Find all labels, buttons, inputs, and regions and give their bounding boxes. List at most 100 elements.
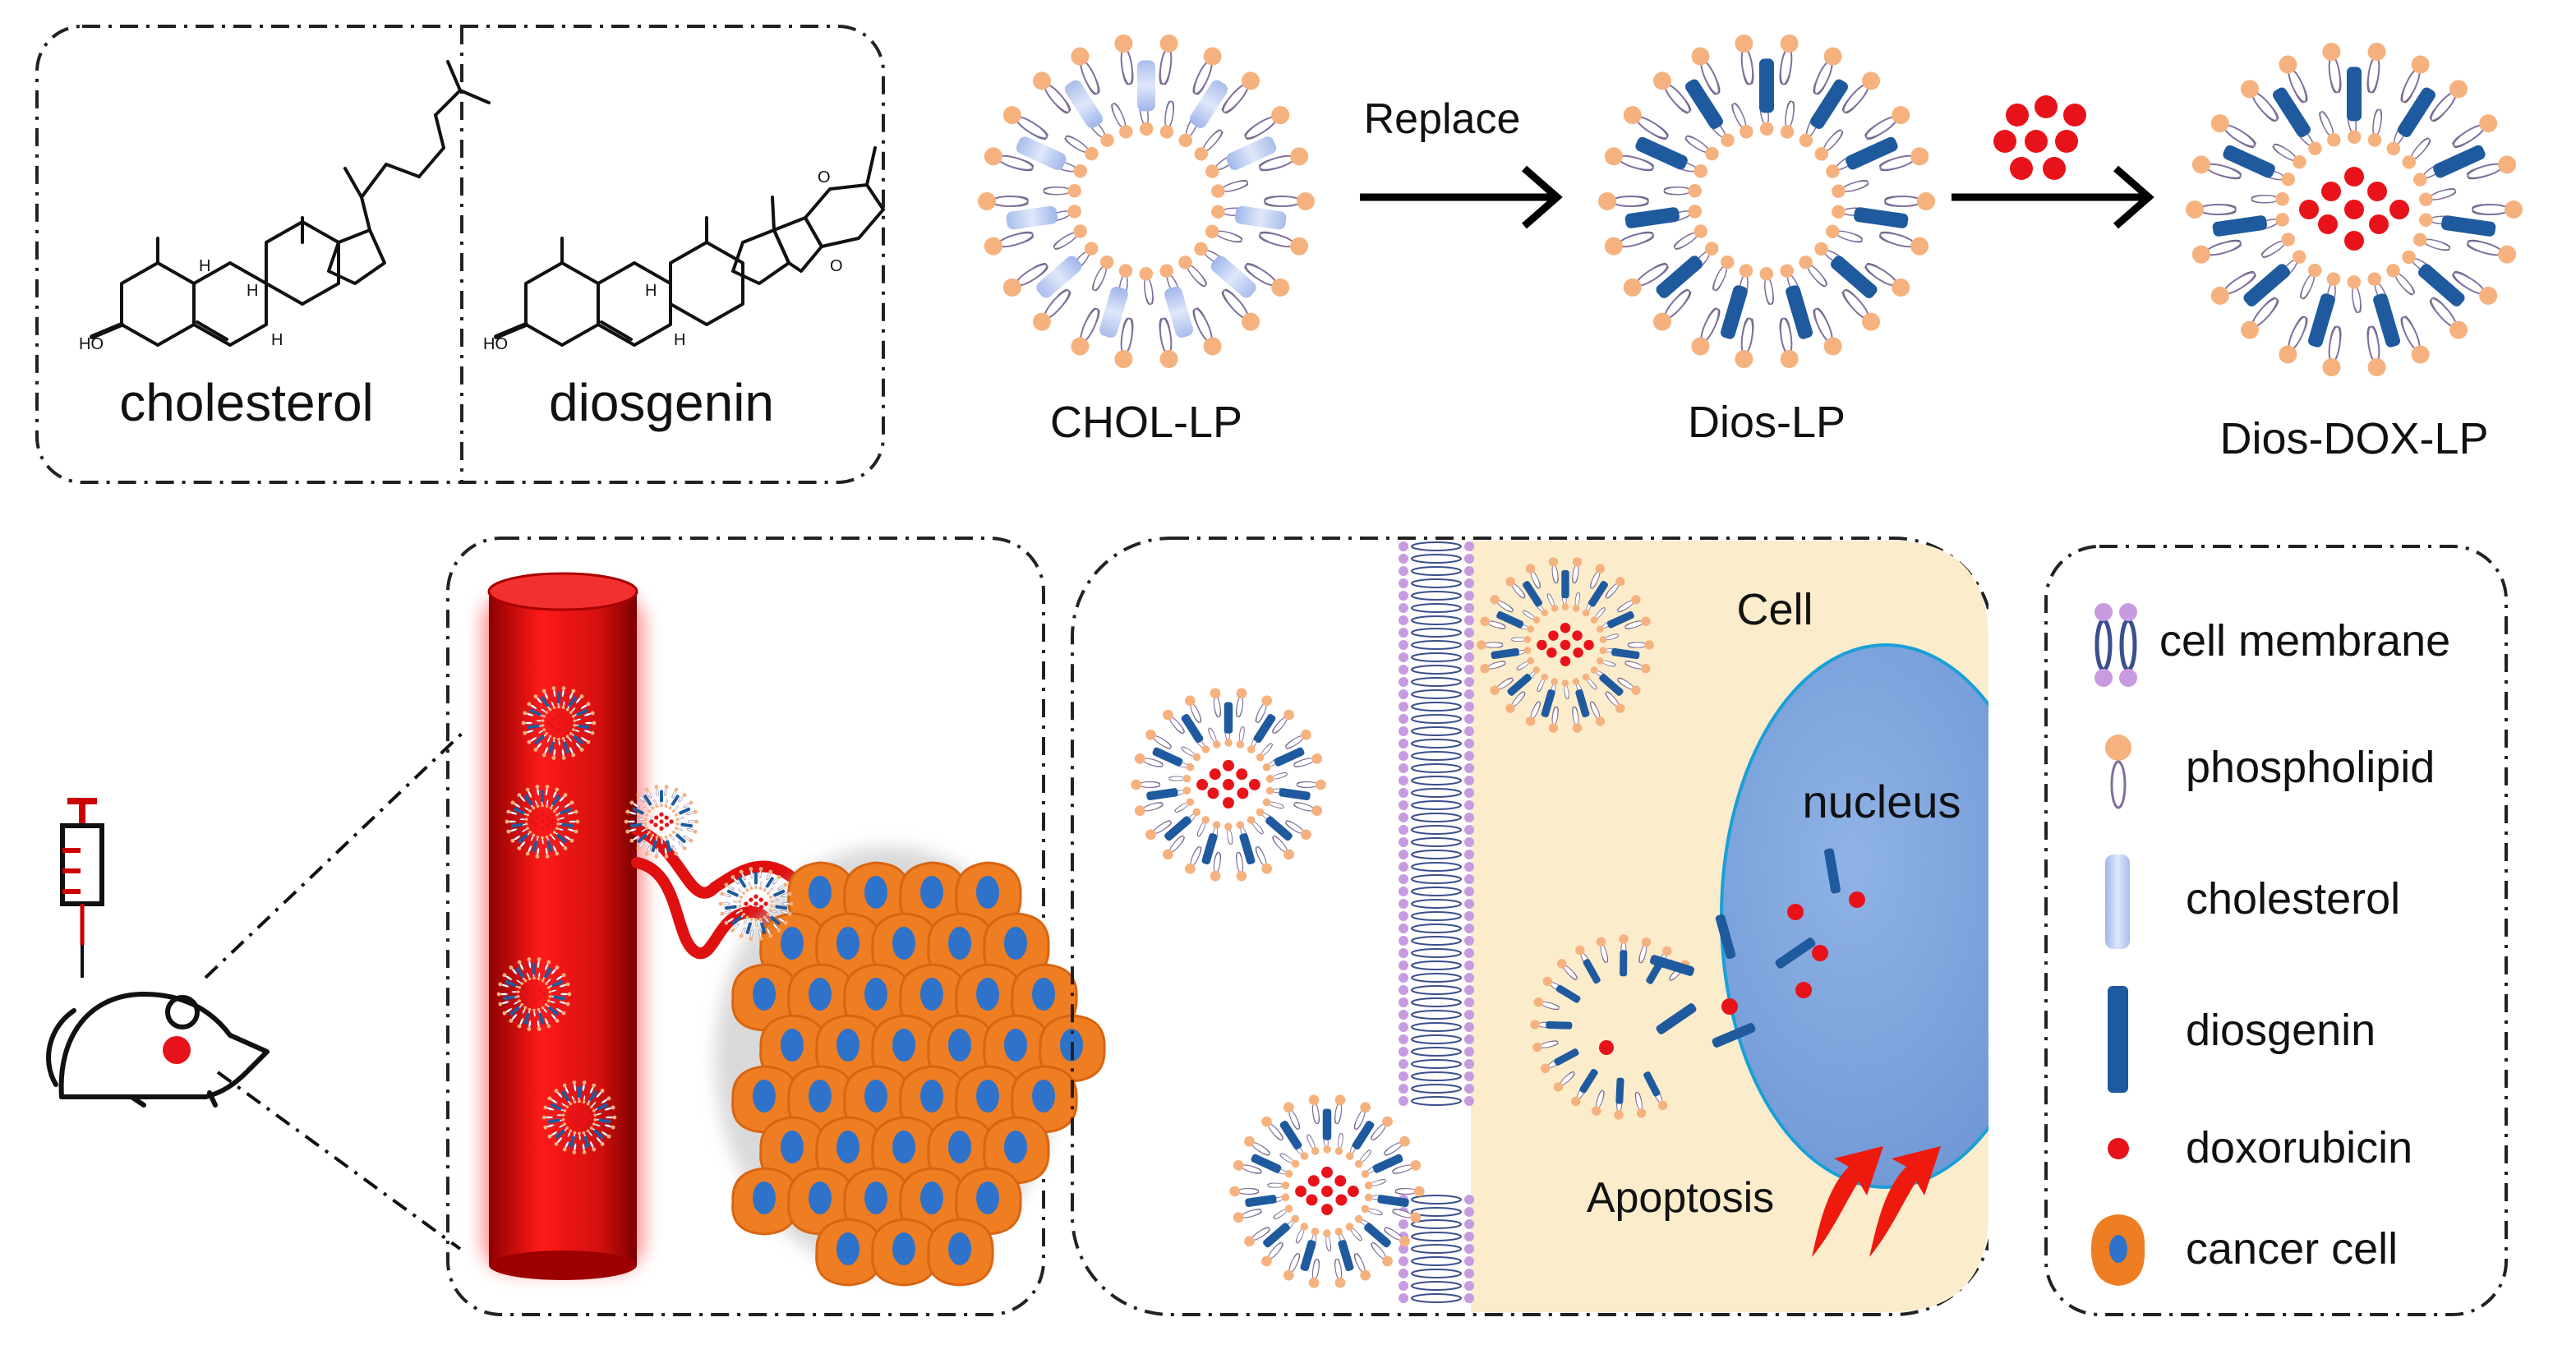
phospholipid	[1184, 845, 1202, 874]
phospholipid-head	[660, 804, 663, 808]
doxorubicin-dot	[545, 822, 551, 827]
diosgenin	[1523, 581, 1542, 607]
diosgenin	[670, 795, 680, 806]
phospholipid	[1638, 937, 1652, 964]
phospholipid-head	[565, 1002, 570, 1006]
phospholipid-head	[1592, 1106, 1601, 1116]
phospholipid-head	[546, 1024, 551, 1029]
phospholipid	[498, 982, 509, 988]
phospholipid-head	[1290, 237, 1309, 256]
phospholipid-head	[1599, 636, 1607, 643]
phospholipid	[1272, 709, 1294, 735]
diosgenin	[510, 822, 523, 828]
phospholipid-head	[569, 838, 574, 843]
phospholipid-head	[1283, 1102, 1294, 1113]
phospholipid-head	[1261, 695, 1273, 707]
membrane-head	[1464, 578, 1474, 588]
phospholipid	[2191, 155, 2242, 180]
phospholipid	[1159, 34, 1178, 85]
diosgenin	[1824, 848, 1841, 894]
phospholipid	[589, 1101, 597, 1109]
phospholipid	[1032, 288, 1071, 331]
membrane-head	[1464, 788, 1474, 798]
phospholipid	[1262, 798, 1284, 809]
phospholipid	[1599, 633, 1620, 643]
doxorubicin-dot	[1223, 759, 1234, 772]
diosgenin	[588, 1090, 597, 1102]
diosgenin	[1810, 79, 1849, 129]
phospholipid	[557, 737, 560, 746]
phospholipid	[2319, 110, 2341, 147]
cancer-cell-nucleus	[864, 1181, 887, 1214]
membrane-head	[1399, 1096, 1408, 1106]
cancer-cell-nucleus	[892, 1232, 915, 1265]
membrane-head	[1399, 751, 1408, 761]
diosgenin	[1300, 1240, 1316, 1272]
phospholipid	[517, 793, 526, 803]
membrane-tail	[1411, 788, 1462, 798]
phospholipid-head	[561, 756, 566, 760]
membrane-head	[1399, 985, 1408, 995]
cancer-cell-nucleus	[809, 1080, 832, 1112]
phospholipid	[1159, 317, 1178, 369]
phospholipid	[1477, 640, 1504, 650]
phospholipid	[521, 827, 530, 832]
diosgenin	[548, 741, 555, 754]
phospholipid	[546, 735, 552, 744]
phospholipid-head	[664, 854, 669, 859]
phospholipid-head	[1247, 816, 1256, 824]
phospholipid-head	[1615, 577, 1625, 587]
membrane-head	[1399, 591, 1408, 601]
diosgenin	[557, 691, 560, 704]
phospholipid	[1208, 727, 1221, 749]
phospholipid	[2251, 192, 2289, 206]
phospholipid-head	[1862, 312, 1881, 331]
phospholipid-head	[1490, 685, 1500, 695]
phospholipid	[551, 749, 556, 760]
phospholipid	[559, 982, 570, 988]
phospholipid-head	[537, 1027, 541, 1031]
phospholipid	[675, 817, 684, 822]
phospholipid-head	[2281, 233, 2295, 246]
phospholipid-head	[645, 827, 649, 830]
phospholipid	[1616, 595, 1641, 613]
phospholipid-head	[532, 1008, 536, 1012]
phospholipid-head	[1345, 1152, 1354, 1160]
phospholipid-head	[2191, 155, 2210, 174]
phospholipid	[1184, 695, 1202, 724]
membrane-tail	[1411, 813, 1462, 822]
phospholipid	[517, 841, 526, 850]
phospholipid-head	[1145, 729, 1156, 740]
phospholipid-head	[510, 838, 515, 843]
cancer-cell-nucleus	[836, 1232, 859, 1265]
phospholipid	[560, 992, 572, 997]
phospholipid-head	[1735, 34, 1753, 53]
diosgenin	[553, 995, 566, 1001]
membrane-tail	[1411, 541, 1462, 551]
doxorubicin-dot	[1209, 768, 1221, 781]
phospholipid-head	[2292, 250, 2306, 264]
phospholipid	[678, 793, 687, 803]
diosgenin	[569, 1135, 575, 1149]
diosgenin	[666, 840, 672, 853]
phospholipid	[1596, 657, 1616, 667]
cholesterol	[1016, 136, 1067, 170]
phospholipid-head	[548, 707, 552, 712]
cancer-cell-nucleus	[781, 1131, 804, 1163]
phospholipid	[2210, 114, 2256, 148]
doxorubicin-dot	[1721, 998, 1738, 1015]
membrane-head	[1399, 960, 1408, 970]
membrane-head	[1399, 924, 1408, 933]
phospholipid-head	[571, 689, 576, 693]
phospholipid	[683, 835, 694, 843]
phospholipid-head	[1652, 312, 1671, 331]
phospholipid	[559, 793, 568, 803]
loading-arrow	[1952, 165, 2154, 229]
phospholipid-head	[545, 854, 550, 859]
membrane-head	[1399, 874, 1408, 884]
phospholipid-head	[625, 829, 630, 834]
membrane-tail	[1411, 628, 1462, 638]
phospholipid	[1616, 677, 1641, 695]
membrane-head	[1464, 1010, 1474, 1020]
doxorubicin-dot	[1546, 647, 1557, 658]
